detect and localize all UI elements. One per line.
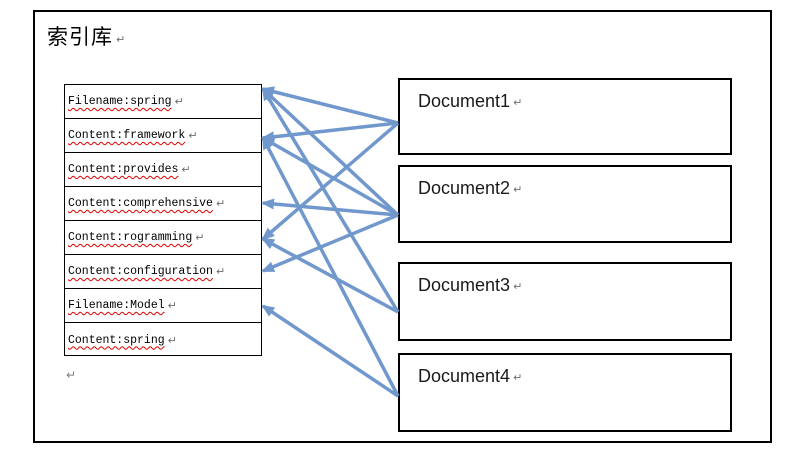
index-term-row: Content:provides↵ (65, 153, 261, 187)
paragraph-mark-icon: ↵ (167, 333, 177, 347)
paragraph-mark-icon: ↵ (215, 197, 226, 210)
document-box: Document3↵ (398, 262, 732, 341)
index-term-row: Content:framework↵ (65, 119, 261, 153)
index-term-label: Content:spring (68, 333, 165, 347)
index-term-label: Filename:Model (68, 299, 165, 312)
paragraph-mark-icon: ↵ (167, 299, 177, 312)
index-table: Filename:spring↵Content:framework↵Conten… (64, 84, 262, 356)
document-box: Document4↵ (398, 353, 732, 432)
document-label: Document2↵ (418, 178, 522, 199)
index-term-row: Content:configuration↵ (65, 255, 261, 289)
page-title: 索引库↵ (47, 21, 126, 51)
index-term-label: Content:rogramming (68, 231, 193, 244)
index-term-label: Filename:spring (68, 95, 172, 108)
paragraph-mark-icon: ↵ (174, 95, 184, 108)
paragraph-mark-icon: ↵ (195, 231, 205, 244)
document-box: Document1↵ (398, 78, 732, 155)
index-term-row: Content:comprehensive↵ (65, 187, 261, 221)
index-term-label: Content:framework (68, 129, 186, 142)
index-term-row: Content:spring↵ (65, 323, 261, 357)
paragraph-mark-icon: ↵ (188, 129, 198, 142)
document-label-text: Document3 (418, 275, 511, 295)
document-box: Document2↵ (398, 165, 732, 243)
index-term-row: Filename:spring↵ (65, 85, 261, 119)
document-label-text: Document1 (418, 91, 511, 111)
paragraph-mark-icon: ↵ (513, 371, 523, 384)
page-title-text: 索引库 (47, 25, 113, 49)
index-term-label: Content:comprehensive (68, 197, 213, 210)
document-label: Document3↵ (418, 275, 522, 296)
paragraph-mark-icon: ↵ (116, 33, 127, 46)
paragraph-mark-icon: ↵ (513, 96, 523, 109)
index-term-row: Filename:Model↵ (65, 289, 261, 323)
index-term-label: Content:configuration (68, 265, 213, 278)
document-label-text: Document4 (418, 366, 511, 386)
paragraph-mark-icon: ↵ (215, 265, 226, 278)
index-term-label: Content:provides (68, 163, 179, 176)
paragraph-mark-icon: ↵ (513, 280, 523, 293)
document-label: Document4↵ (418, 366, 522, 387)
document-label-text: Document2 (418, 178, 511, 198)
paragraph-mark-icon: ↵ (66, 368, 77, 382)
index-term-row: Content:rogramming↵ (65, 221, 261, 255)
document-label: Document1↵ (418, 91, 522, 112)
paragraph-mark-icon: ↵ (181, 163, 191, 176)
paragraph-mark-icon: ↵ (513, 183, 523, 196)
